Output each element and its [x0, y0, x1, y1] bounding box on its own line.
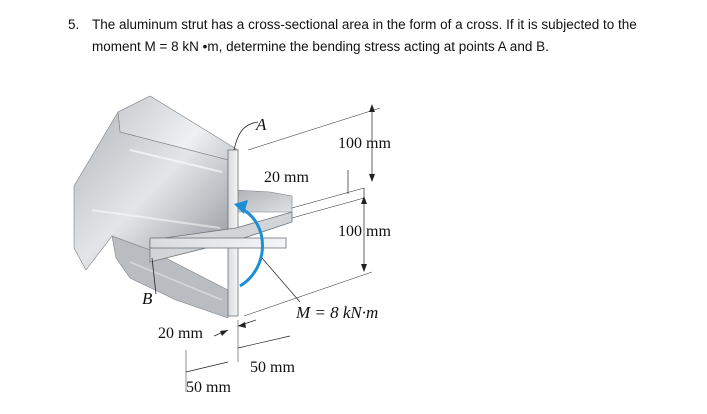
moment-label: M = 8 kN·m [295, 303, 378, 322]
dim-web-thickness-label: 20 mm [158, 325, 203, 342]
dim-top-label: 100 mm [338, 135, 391, 152]
dim-top-group: 100 mm [247, 104, 391, 182]
dim-half-width-right-label: 50 mm [250, 359, 295, 376]
point-a-label: A [255, 115, 267, 134]
dim-flange-thickness-label: 20 mm [264, 169, 309, 186]
dim-web-thickness-group: 20 mm [158, 319, 257, 342]
dim-lower-label: 100 mm [338, 223, 391, 240]
dim-half-width-right-group: 50 mm [237, 320, 295, 376]
dim-flange-thickness-group: 20 mm [264, 169, 365, 219]
point-b-leader: B [142, 257, 157, 308]
moment-group: M = 8 kN·m [261, 257, 378, 322]
point-a-leader: A [233, 115, 267, 151]
problem-number: 5. [68, 17, 80, 32]
point-b-label: B [142, 289, 153, 308]
dim-lower-group: 100 mm [243, 188, 391, 317]
problem-text: The aluminum strut has a cross-sectional… [92, 17, 637, 54]
dim-half-width-left-group: 50 mm [185, 350, 231, 396]
dim-half-width-left-label: 50 mm [186, 379, 231, 396]
moment-arrow [234, 200, 264, 288]
strut-body [73, 95, 293, 319]
